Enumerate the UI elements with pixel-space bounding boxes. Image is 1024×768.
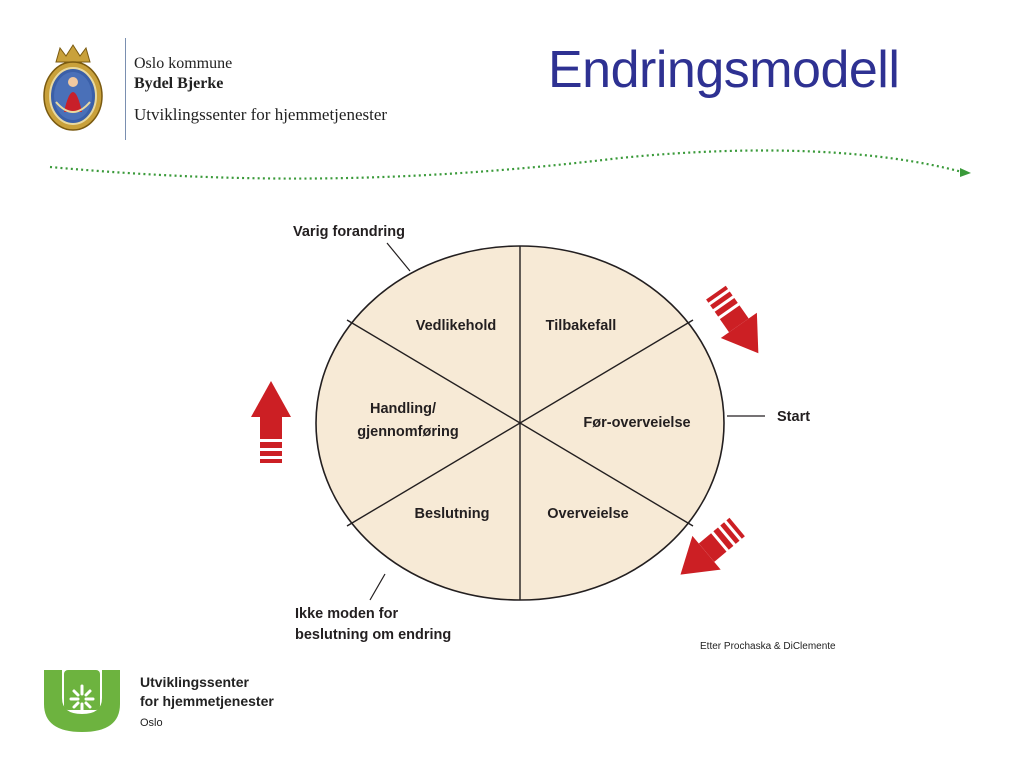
- divider-diagonal-2: [346, 319, 694, 527]
- footer-org-line2: for hjemmetjenester: [140, 693, 274, 709]
- dotted-wave-divider: [49, 149, 971, 180]
- stages-of-change-diagram: Vedlikehold Tilbakefall Handling/ gjenno…: [251, 224, 810, 643]
- callout-line-not-ready: [369, 573, 386, 601]
- callout-not-ready-line2: beslutning om endring: [295, 627, 451, 643]
- stage-maintenance: Vedlikehold: [416, 318, 497, 334]
- district-name: Bydel Bjerke: [134, 75, 224, 92]
- organization-name: Oslo kommune: [134, 55, 233, 72]
- callout-not-ready-line1: Ikke moden for: [295, 606, 398, 622]
- source-credit: Etter Prochaska & DiClemente: [700, 641, 836, 652]
- callout-start: Start: [777, 409, 810, 425]
- stage-decision: Beslutning: [415, 506, 490, 522]
- arrow-down-left-icon: [680, 517, 745, 575]
- callout-lasting-change: Varig forandring: [293, 224, 405, 240]
- footer-org-line1: Utviklingssenter: [140, 674, 249, 690]
- header-divider: [125, 38, 126, 140]
- stage-relapse: Tilbakefall: [546, 318, 617, 334]
- unit-name: Utviklingssenter for hjemmetjenester: [134, 105, 388, 124]
- utviklingssenter-logo-icon: [44, 670, 120, 732]
- stage-action-line2: gjennomføring: [357, 424, 459, 440]
- arrow-down-right-icon: [706, 285, 759, 354]
- stage-precontemplation: Før-overveielse: [583, 415, 690, 431]
- footer-org-city: Oslo: [140, 717, 163, 729]
- stage-contemplation: Overveielse: [547, 506, 628, 522]
- stage-action-line1: Handling/: [370, 401, 436, 417]
- slide-title: Endringsmodell: [548, 41, 900, 99]
- arrow-up-icon: [251, 381, 291, 463]
- oslo-city-seal-icon: [43, 44, 103, 131]
- callout-line-lasting-change: [386, 242, 411, 272]
